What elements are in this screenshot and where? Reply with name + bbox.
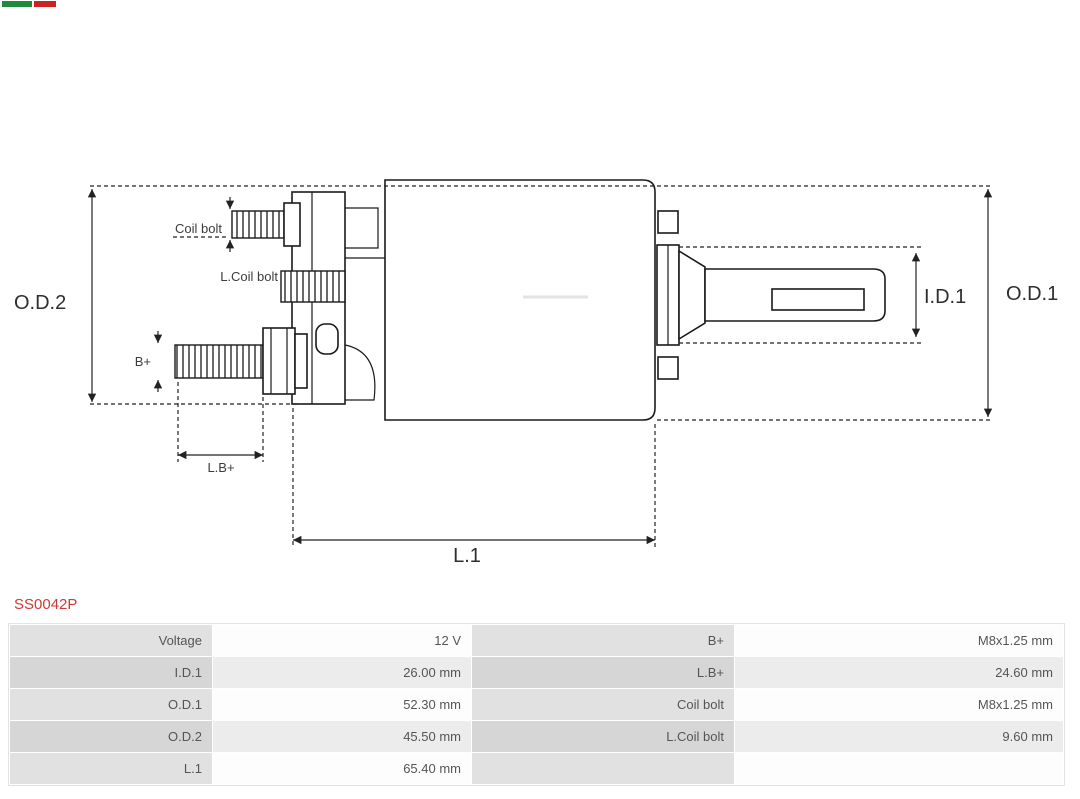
spec-label [472, 753, 734, 784]
spec-row: O.D.2 45.50 mm L.Coil bolt 9.60 mm [10, 721, 1063, 752]
coil-bolt-stud [231, 210, 285, 239]
dim-label-b-plus: B+ [135, 354, 151, 369]
plunger-cone [678, 249, 706, 341]
part-number: SS0042P [14, 596, 78, 613]
spec-label: I.D.1 [10, 657, 212, 688]
spec-value: M8x1.25 mm [735, 689, 1063, 720]
b-plus-washer [294, 333, 308, 389]
dim-label-l-coil-bolt: L.Coil bolt [220, 269, 278, 284]
dim-label-od1: O.D.1 [1006, 283, 1058, 305]
coil-bolt-mount-block [283, 202, 301, 247]
dim-label-coil-bolt: Coil bolt [175, 221, 222, 236]
spec-label: Voltage [10, 625, 212, 656]
solenoid-body [384, 179, 656, 421]
spec-value: 24.60 mm [735, 657, 1063, 688]
spec-label: O.D.1 [10, 689, 212, 720]
spec-value: 12 V [213, 625, 471, 656]
spec-label: L.Coil bolt [472, 721, 734, 752]
spec-label: O.D.2 [10, 721, 212, 752]
dim-label-od2: O.D.2 [14, 292, 66, 314]
spec-label: B+ [472, 625, 734, 656]
terminal-tab-bottom [657, 356, 679, 380]
spec-row: O.D.1 52.30 mm Coil bolt M8x1.25 mm [10, 689, 1063, 720]
spec-value: 45.50 mm [213, 721, 471, 752]
spec-row: Voltage 12 V B+ M8x1.25 mm [10, 625, 1063, 656]
spec-value [735, 753, 1063, 784]
plunger-slot [771, 288, 865, 311]
coil-bolt-bushing [280, 270, 346, 303]
spec-label: Coil bolt [472, 689, 734, 720]
b-plus-stud [174, 344, 264, 379]
flange-bottom-arc [344, 344, 376, 401]
dim-label-l-b-plus: L.B+ [207, 460, 234, 475]
spec-value: 26.00 mm [213, 657, 471, 688]
spec-label: L.1 [10, 753, 212, 784]
spec-row: L.1 65.40 mm [10, 753, 1063, 784]
spec-label: L.B+ [472, 657, 734, 688]
terminal-pin [315, 323, 339, 355]
dim-label-id1: I.D.1 [924, 286, 966, 308]
solenoid-technical-drawing: O.D.2 O.D.1 I.D.1 Coil bolt L.Coil bolt … [14, 179, 1058, 567]
b-plus-nut [262, 327, 296, 395]
brand-mark-green [2, 1, 32, 7]
spec-row: I.D.1 26.00 mm L.B+ 24.60 mm [10, 657, 1063, 688]
dim-label-l1: L.1 [453, 545, 481, 567]
spec-value: 52.30 mm [213, 689, 471, 720]
brand-mark [2, 1, 56, 7]
spec-table: Voltage 12 V B+ M8x1.25 mm I.D.1 26.00 m… [8, 623, 1065, 786]
flange-top-step [345, 207, 379, 249]
spec-value: 9.60 mm [735, 721, 1063, 752]
spec-value: 65.40 mm [213, 753, 471, 784]
spec-value: M8x1.25 mm [735, 625, 1063, 656]
terminal-tab-top [657, 210, 679, 234]
brand-mark-red [34, 1, 56, 7]
